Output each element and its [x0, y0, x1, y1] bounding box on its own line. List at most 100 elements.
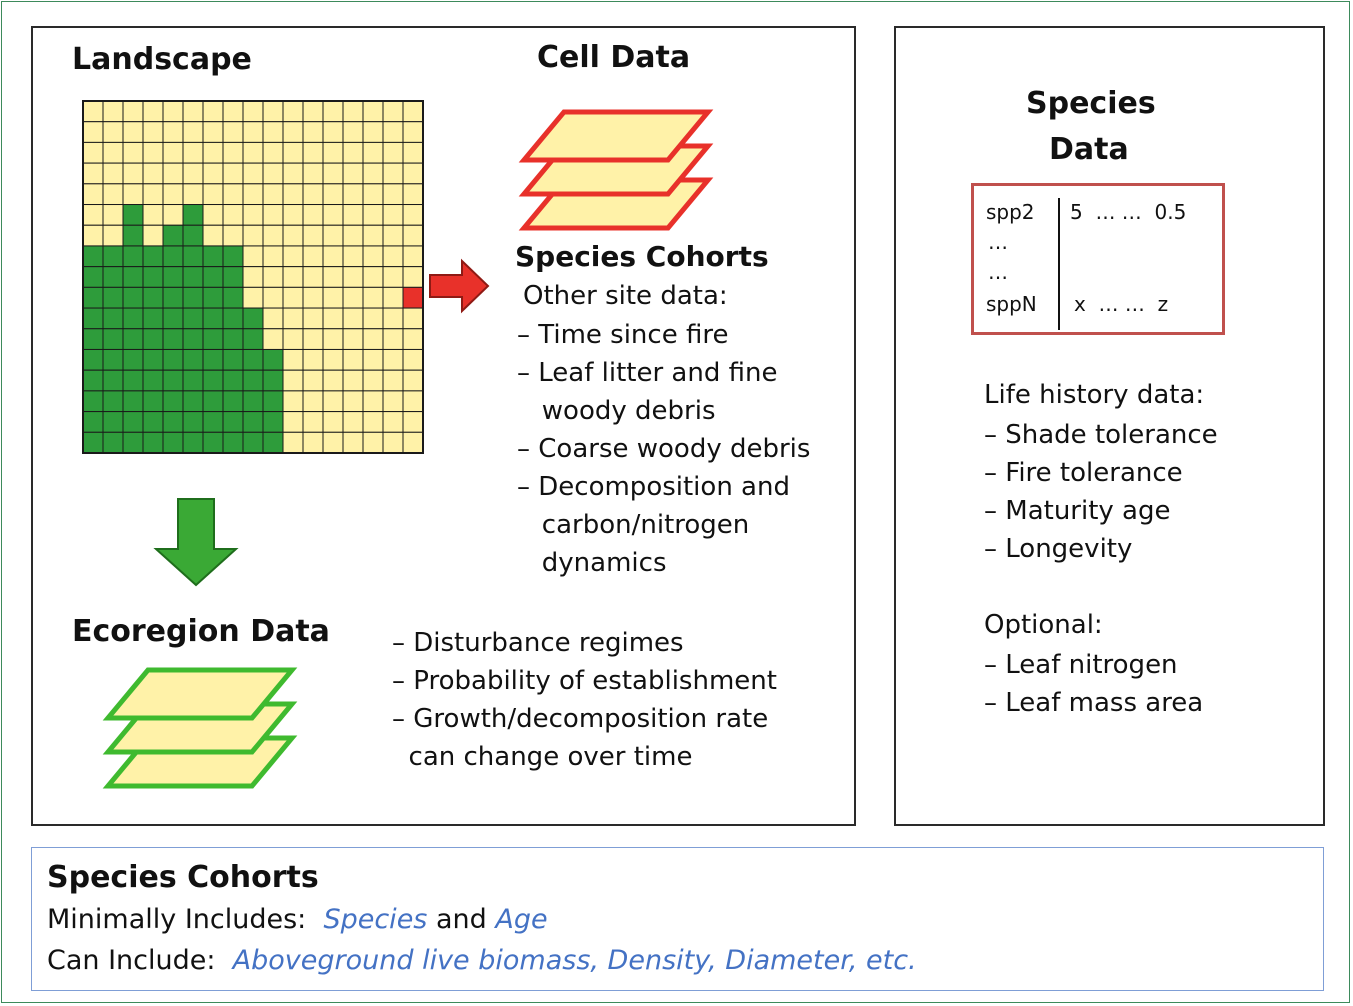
grid-cell [122, 100, 144, 123]
grid-cell [322, 224, 344, 247]
grid-cell [202, 307, 224, 330]
grid-cell [322, 369, 344, 392]
grid-cell [102, 266, 124, 288]
grid-cell [362, 162, 384, 185]
grid-cell [282, 307, 304, 330]
grid-cell [182, 286, 204, 309]
grid-cell [182, 245, 204, 268]
grid-cell [242, 100, 264, 123]
grid-cell [282, 100, 304, 123]
grid-cell [322, 204, 344, 226]
grid-cell [122, 328, 144, 350]
grid-cell [282, 121, 304, 143]
grid-cell [342, 100, 364, 123]
grid-cell [282, 141, 304, 164]
grid-cell [362, 100, 384, 123]
other-site-data-label: Other site data: [523, 281, 728, 311]
grid-cell [282, 266, 304, 288]
grid-cell [302, 390, 324, 413]
grid-cell [122, 141, 144, 164]
optional-attributes: Aboveground live biomass, Density, Diame… [232, 945, 917, 976]
grid-cell [262, 141, 284, 164]
grid-cell [82, 162, 104, 185]
grid-cell [102, 286, 124, 309]
grid-cell [322, 162, 344, 185]
cell-data-title: Cell Data [537, 40, 691, 75]
site-data-item: – Time since fire [517, 320, 729, 350]
grid-cell [242, 266, 264, 288]
landscape-title: Landscape [72, 42, 252, 77]
grid-cell [262, 348, 284, 371]
grid-cell [302, 411, 324, 433]
grid-cell [402, 141, 424, 164]
life-history-item: – Maturity age [984, 496, 1171, 526]
grid-cell [302, 162, 324, 185]
grid-cell [82, 141, 104, 164]
grid-cell [322, 348, 344, 371]
grid-cell [262, 369, 284, 392]
cell-data-layers-icon [518, 109, 714, 231]
grid-cell [342, 141, 364, 164]
grid-cell [362, 183, 384, 206]
grid-cell [202, 266, 224, 288]
grid-cell [342, 204, 364, 226]
grid-cell [102, 411, 124, 433]
grid-cell [322, 390, 344, 413]
grid-cell [382, 141, 404, 164]
grid-cell [382, 328, 404, 350]
grid-cell [382, 162, 404, 185]
grid-cell [362, 245, 384, 268]
grid-cell [382, 411, 404, 433]
can-include-label: Can Include: [47, 945, 216, 976]
life-history-item: – Fire tolerance [984, 458, 1183, 488]
grid-cell [122, 307, 144, 330]
grid-cell [322, 266, 344, 288]
grid-cell [202, 245, 224, 268]
grid-cell [102, 245, 124, 268]
grid-cell [122, 390, 144, 413]
grid-cell [362, 204, 384, 226]
grid-cell [122, 204, 144, 226]
grid-cell [142, 100, 164, 123]
grid-cell [402, 390, 424, 413]
grid-cell [142, 141, 164, 164]
grid-cell [202, 224, 224, 247]
grid-cell [122, 348, 144, 371]
grid-cell [82, 286, 104, 309]
grid-cell [242, 328, 264, 350]
grid-cell [222, 348, 244, 371]
grid-cell [102, 100, 124, 123]
grid-cell [302, 328, 324, 350]
grid-cell [182, 411, 204, 433]
grid-cell [382, 121, 404, 143]
grid-cell [282, 183, 304, 206]
grid-cell [262, 121, 284, 143]
grid-cell [82, 100, 104, 123]
grid-cell [142, 121, 164, 143]
grid-cell [402, 266, 424, 288]
and-word: and [435, 904, 487, 935]
grid-cell [282, 369, 304, 392]
grid-cell [202, 431, 224, 454]
grid-cell [382, 224, 404, 247]
can-include-line: Can Include: Aboveground live biomass, D… [47, 945, 917, 976]
grid-cell [222, 100, 244, 123]
grid-cell [182, 328, 204, 350]
grid-cell [242, 141, 264, 164]
grid-cell [162, 204, 184, 226]
grid-cell [242, 369, 264, 392]
grid-cell [342, 348, 364, 371]
grid-cell [162, 390, 184, 413]
site-data-list: – Time since fire – Leaf litter and fine… [517, 316, 810, 582]
grid-cell [302, 307, 324, 330]
grid-cell [202, 183, 224, 206]
grid-cell [342, 224, 364, 247]
grid-cell [222, 411, 244, 433]
grid-cell [242, 431, 264, 454]
grid-cell [262, 266, 284, 288]
grid-cell [102, 141, 124, 164]
table-row-values: x … … z [1074, 292, 1169, 316]
grid-cell [222, 390, 244, 413]
grid-cell [362, 348, 384, 371]
grid-cell [82, 266, 104, 288]
